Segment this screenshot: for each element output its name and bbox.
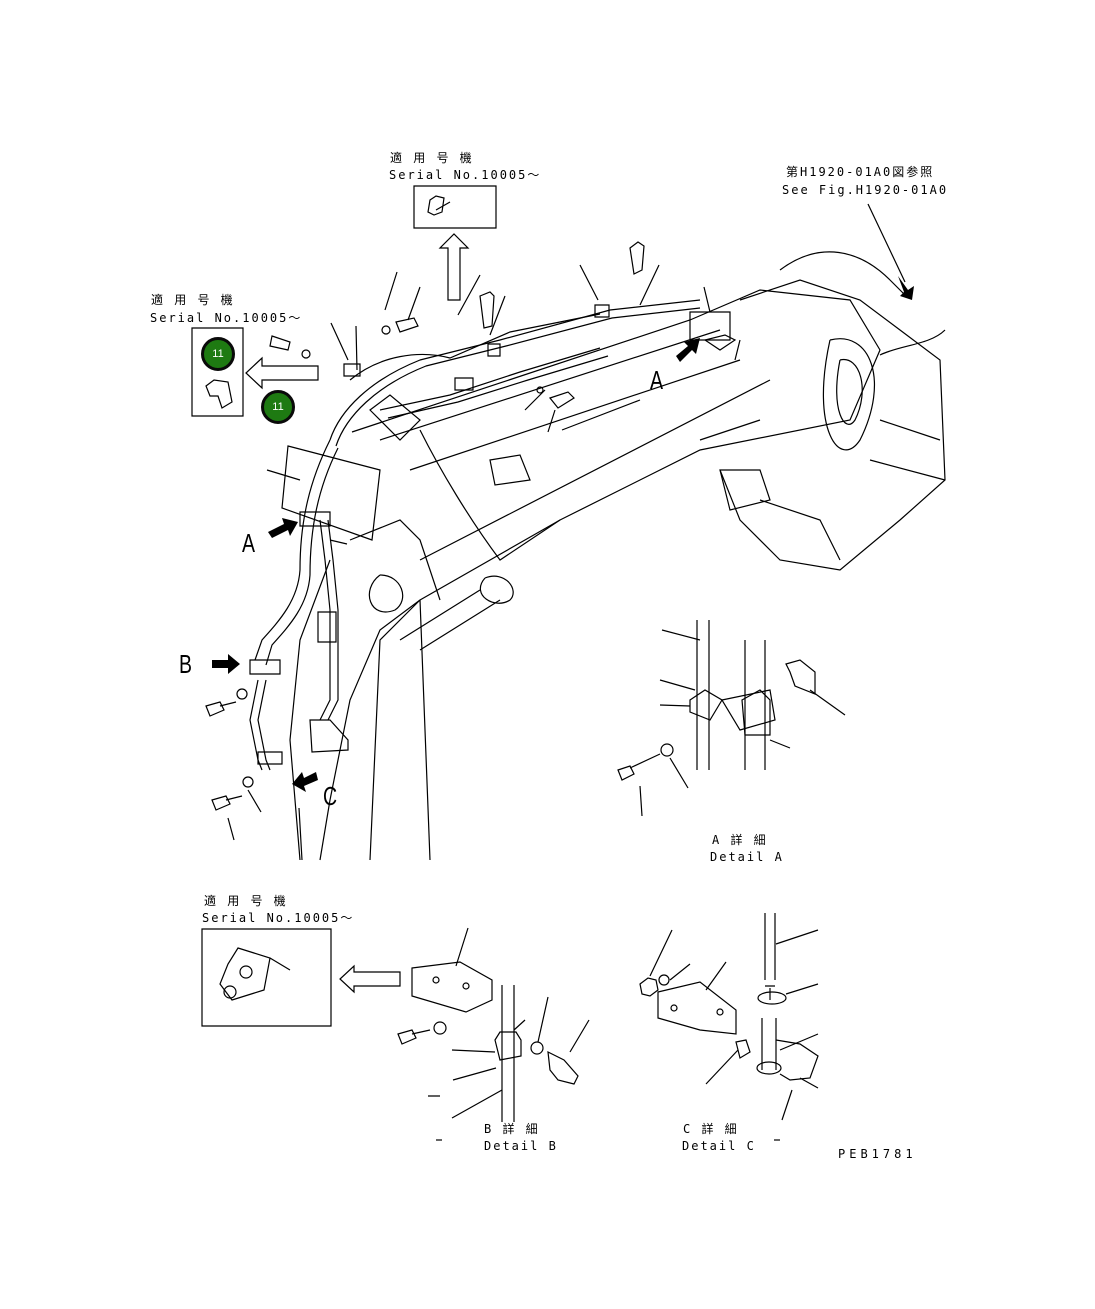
detail-a-caption-jp: A 詳 細 <box>712 833 768 847</box>
detail-a-caption-en: Detail A <box>710 850 784 864</box>
solid-arrow-a-top <box>676 338 700 362</box>
solid-arrow-c <box>292 772 318 792</box>
hollow-arrow-left <box>246 358 318 388</box>
inset-box-bottom <box>202 929 331 1026</box>
view-letter-a-top: A <box>650 365 664 395</box>
view-letter-c: C <box>323 781 338 811</box>
callout-part-11-bottom[interactable]: 11 <box>261 390 295 424</box>
solid-arrow-a-left <box>268 518 298 538</box>
view-letter-a-left: A <box>242 528 256 558</box>
view-letter-b: B <box>179 649 193 679</box>
solid-arrow-b <box>212 654 240 674</box>
serial-note-top-en: Serial No.10005～ <box>389 168 542 182</box>
boom-outline <box>320 290 880 860</box>
callout-part-11-top[interactable]: 11 <box>201 337 235 371</box>
hollow-arrow-up <box>440 234 468 300</box>
serial-note-top-jp: 適 用 号 機 <box>390 151 474 165</box>
drawing-code: PEB1781 <box>838 1147 917 1161</box>
serial-note-bottom-jp: 適 用 号 機 <box>204 894 288 908</box>
inset-box-top <box>414 186 496 228</box>
figure-reference-jp: 第H1920-01A0図参照 <box>786 165 935 179</box>
detail-c-caption-jp: C 詳 細 <box>683 1122 739 1136</box>
serial-note-left-en: Serial No.10005～ <box>150 311 303 325</box>
detail-c-caption-en: Detail C <box>682 1139 756 1153</box>
hollow-arrow-left-b <box>340 966 400 992</box>
figure-reference-en: See Fig.H1920-01A0 <box>782 183 949 197</box>
harness-end-arrow <box>898 276 914 300</box>
detail-b-caption-jp: B 詳 細 <box>484 1122 540 1136</box>
detail-b-caption-en: Detail B <box>484 1139 558 1153</box>
inset-box-left <box>192 328 243 416</box>
serial-note-left-jp: 適 用 号 機 <box>151 293 235 307</box>
serial-note-bottom-en: Serial No.10005～ <box>202 911 355 925</box>
